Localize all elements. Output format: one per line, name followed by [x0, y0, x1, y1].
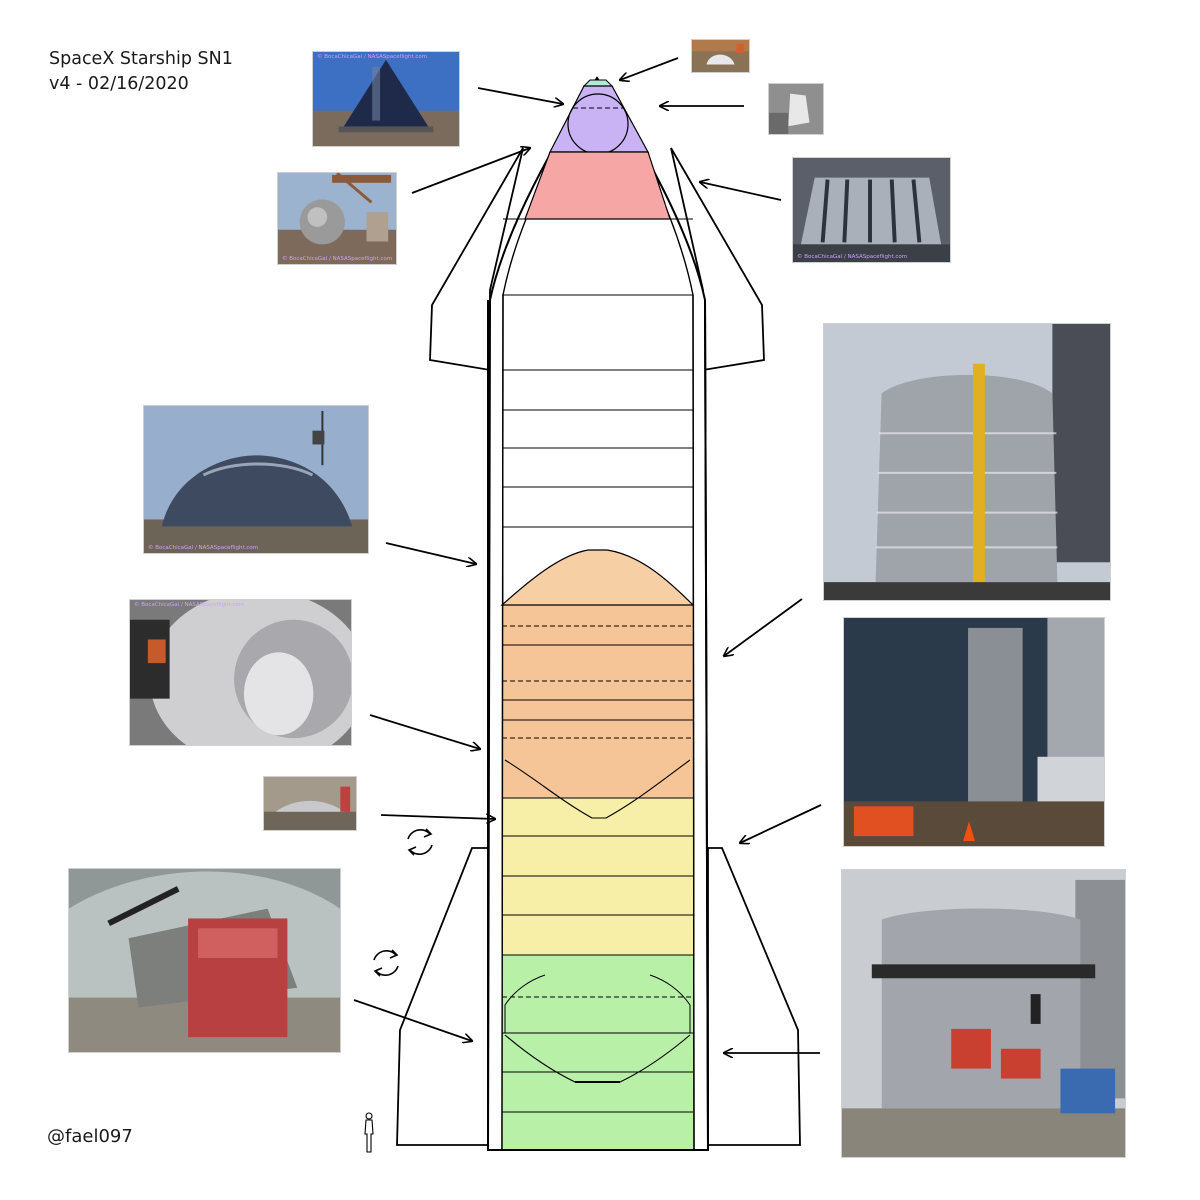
arrow-nose-tip	[620, 57, 679, 80]
rotate-arrows-icon	[373, 949, 399, 977]
rotate-arrows-icon	[407, 828, 433, 856]
watermark: © BocaChicaGal / NASASpaceflight.com	[148, 545, 259, 551]
nose-band	[524, 151, 671, 220]
aft-fin-right	[707, 847, 801, 1146]
methane-tank-lower	[502, 955, 693, 1150]
photo-header-tank	[768, 83, 824, 135]
lox-tank-region	[502, 605, 693, 798]
photo-dome-interior: © BocaChicaGal / NASASpaceflight.com	[129, 599, 352, 746]
photo-sphere: © BocaChicaGal / NASASpaceflight.com	[277, 172, 397, 265]
photo-nose-cone: © BocaChicaGal / NASASpaceflight.com	[312, 51, 460, 147]
arrow-nose-band	[700, 182, 782, 201]
photo-tank-barrel	[823, 323, 1111, 601]
author-credit: @fael097	[47, 1126, 133, 1147]
arrow-tank-ring	[740, 804, 822, 843]
photo-tank-ring	[843, 617, 1105, 847]
watermark: © BocaChicaGal / NASASpaceflight.com	[317, 54, 428, 60]
forward-fin-right	[670, 147, 765, 372]
forward-fin-left	[429, 147, 524, 372]
arrow-nose-cone	[477, 87, 563, 104]
lox-lower-dome	[504, 759, 691, 819]
arrow-lox-upper	[724, 598, 803, 656]
arrow-dome-interior	[369, 714, 480, 749]
arrow-small-cone	[380, 815, 495, 819]
aft-fin-left	[396, 847, 489, 1146]
header-tank	[549, 85, 650, 153]
photo-dome: © BocaChicaGal / NASASpaceflight.com	[143, 405, 369, 554]
photo-nose-tip	[691, 39, 750, 73]
arrow-aft-fin	[353, 999, 472, 1041]
title-line-2: v4 - 02/16/2020	[49, 74, 189, 94]
photo-aft-skirt: © BocaChicaGal / NASASpaceflight.com	[792, 157, 951, 263]
photo-small-cone	[263, 776, 357, 831]
photo-aft-section-build	[68, 868, 341, 1053]
lox-upper-dome	[500, 549, 695, 606]
watermark: © BocaChicaGal / NASASpaceflight.com	[134, 602, 245, 608]
title-line-1: SpaceX Starship SN1	[49, 49, 233, 69]
arrow-dome	[385, 542, 476, 564]
diagram-title: SpaceX Starship SN1 v4 - 02/16/2020	[49, 47, 233, 97]
nose-tip	[582, 79, 614, 87]
watermark: © BocaChicaGal / NASASpaceflight.com	[797, 254, 908, 260]
person-silhouette-icon	[364, 1112, 374, 1153]
watermark: © BocaChicaGal / NASASpaceflight.com	[282, 256, 393, 262]
arrow-sphere	[411, 148, 530, 194]
photo-aft-skirt-assembly	[841, 869, 1126, 1158]
